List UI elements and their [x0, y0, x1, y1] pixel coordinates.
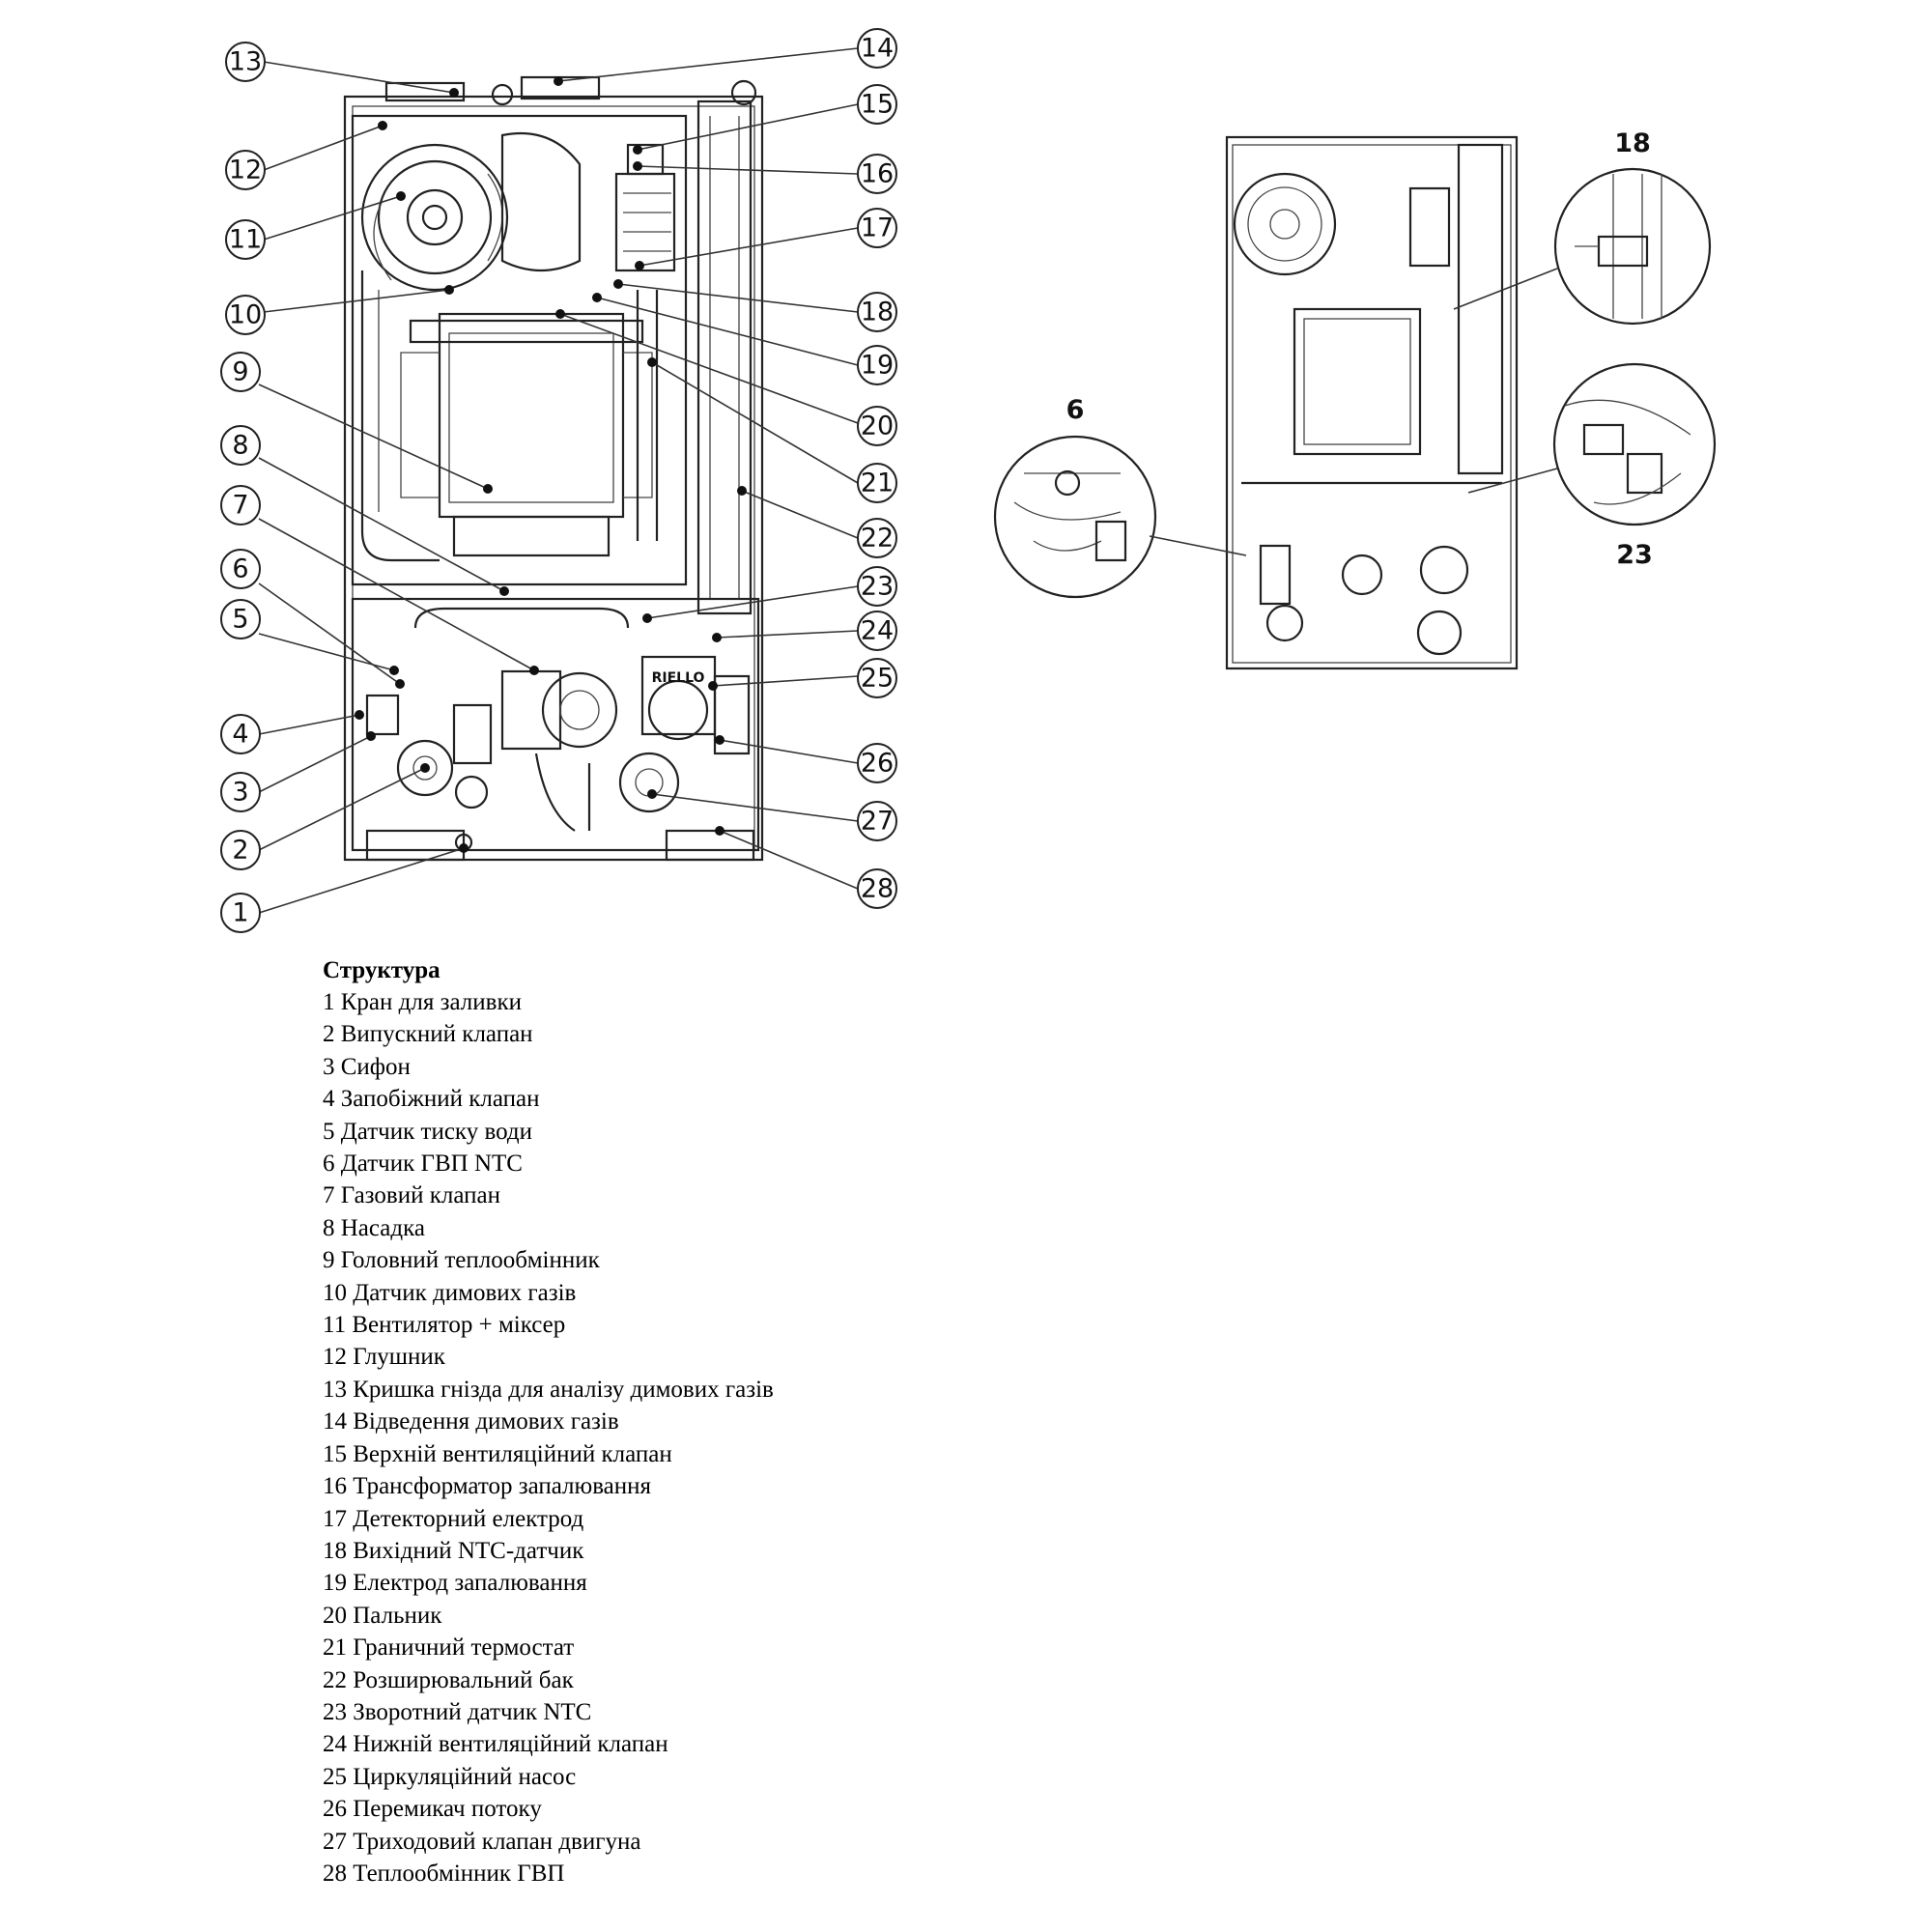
callout-11-label: 11	[229, 225, 262, 255]
legend-item: 26 Перемикач потоку	[323, 1796, 542, 1823]
callout-26-label: 26	[861, 749, 894, 779]
callout-14-label: 14	[861, 34, 894, 64]
callout-9-label: 9	[232, 357, 248, 387]
callout-15: 15	[857, 84, 897, 125]
legend-item: 21 Граничний термостат	[323, 1634, 575, 1662]
legend-item: 18 Вихідний NTC-датчик	[323, 1537, 584, 1564]
callout-2-label: 2	[232, 836, 248, 866]
main-boiler-drawing: RIELLO	[343, 75, 764, 862]
callout-13: 13	[225, 42, 266, 82]
callout-7: 7	[220, 485, 261, 526]
legend-item: 9 Головний теплообмінник	[323, 1247, 600, 1274]
callout-leaders	[258, 47, 859, 914]
callout-25-label: 25	[861, 664, 894, 694]
callout-20-label: 20	[861, 412, 894, 441]
callout-16-label: 16	[861, 159, 894, 189]
callout-22: 22	[857, 518, 897, 558]
callout-24-label: 24	[861, 616, 894, 646]
legend-item: 10 Датчик димових газів	[323, 1279, 577, 1306]
callout-9: 9	[220, 352, 261, 392]
legend-item: 15 Верхній вентиляційний клапан	[323, 1440, 672, 1467]
legend-item: 1 Кран для заливки	[323, 989, 522, 1015]
callout-28-label: 28	[861, 874, 894, 904]
legend-item: 23 Зворотний датчик NTC	[323, 1698, 592, 1725]
detail-circle-23: 23	[1467, 362, 1717, 570]
callout-25: 25	[857, 658, 897, 698]
detail-circle-6: 6	[993, 395, 1247, 599]
callout-10-label: 10	[229, 300, 262, 330]
legend-item: 22 Розширювальний бак	[323, 1666, 574, 1693]
callout-26: 26	[857, 743, 897, 783]
detail-circle-18: 18	[1453, 128, 1712, 326]
callout-16: 16	[857, 154, 897, 194]
legend-item: 4 Запобіжний клапан	[323, 1086, 540, 1113]
leader-dots	[355, 76, 747, 853]
legend-item: 28 Теплообмінник ГВП	[323, 1860, 565, 1887]
callout-4: 4	[220, 714, 261, 754]
legend-item: 20 Пальник	[323, 1602, 442, 1629]
callout-8-label: 8	[232, 431, 248, 461]
callout-4-label: 4	[232, 720, 248, 750]
legend-item: 11 Вентилятор + міксер	[323, 1312, 566, 1339]
legend-item: 19 Електрод запалювання	[323, 1570, 587, 1597]
callout-5: 5	[220, 599, 261, 639]
callout-8: 8	[220, 425, 261, 466]
callout-5-label: 5	[232, 605, 248, 635]
callout-23-label: 23	[861, 572, 894, 602]
callout-1-label: 1	[232, 898, 248, 928]
legend-title: Структура	[323, 957, 440, 983]
callout-6: 6	[220, 549, 261, 589]
callout-13-label: 13	[229, 47, 262, 77]
callout-12: 12	[225, 150, 266, 190]
callout-11: 11	[225, 219, 266, 260]
callout-2: 2	[220, 830, 261, 870]
detail-label-23: 23	[1616, 540, 1653, 570]
callout-27: 27	[857, 801, 897, 841]
legend-item: 6 Датчик ГВП NTC	[323, 1151, 523, 1178]
legend-item: 13 Кришка гнізда для аналізу димових газ…	[323, 1376, 774, 1403]
callout-17: 17	[857, 208, 897, 248]
callout-18: 18	[857, 292, 897, 332]
callout-18-label: 18	[861, 298, 894, 327]
legend-item: 2 Випускний клапан	[323, 1021, 533, 1048]
legend-item: 5 Датчик тиску води	[323, 1118, 532, 1145]
callout-6-label: 6	[232, 554, 248, 584]
callout-12-label: 12	[229, 156, 262, 185]
callout-20: 20	[857, 406, 897, 446]
detail-boiler-drawing	[1225, 135, 1519, 670]
callout-17-label: 17	[861, 213, 894, 243]
legend-item: 7 Газовий клапан	[323, 1182, 500, 1209]
callout-3-label: 3	[232, 778, 248, 808]
legend-item: 12 Глушник	[323, 1344, 445, 1371]
callout-7-label: 7	[232, 491, 248, 521]
callout-19-label: 19	[861, 351, 894, 381]
legend: Структура 1 Кран для заливки 2 Випускний…	[323, 954, 1192, 1889]
detail-label-18: 18	[1614, 128, 1651, 158]
callout-21-label: 21	[861, 469, 894, 498]
callout-23: 23	[857, 566, 897, 607]
legend-item: 24 Нижній вентиляційний клапан	[323, 1731, 668, 1758]
legend-item: 16 Трансформатор запалювання	[323, 1473, 652, 1500]
legend-list: 1 Кран для заливки 2 Випускний клапан 3 …	[323, 986, 1192, 1889]
pump-brand-label: RIELLO	[652, 670, 705, 686]
legend-item: 17 Детекторний електрод	[323, 1505, 584, 1532]
detail-label-6: 6	[1066, 395, 1085, 425]
callout-28: 28	[857, 868, 897, 909]
boiler-diagram: RIELLO	[220, 28, 1717, 933]
legend-item: 3 Сифон	[323, 1053, 411, 1080]
callout-24: 24	[857, 611, 897, 651]
callout-15-label: 15	[861, 90, 894, 120]
callout-1: 1	[220, 893, 261, 933]
callout-22-label: 22	[861, 524, 894, 554]
legend-item: 8 Насадка	[323, 1214, 425, 1241]
callout-3: 3	[220, 772, 261, 812]
legend-item: 27 Триходовий клапан двигуна	[323, 1828, 641, 1855]
callout-27-label: 27	[861, 807, 894, 837]
callout-19: 19	[857, 345, 897, 385]
callout-21: 21	[857, 463, 897, 503]
legend-item: 25 Циркуляційний насос	[323, 1763, 577, 1790]
callout-14: 14	[857, 28, 897, 69]
legend-item: 14 Відведення димових газів	[323, 1408, 619, 1435]
callout-10: 10	[225, 295, 266, 335]
